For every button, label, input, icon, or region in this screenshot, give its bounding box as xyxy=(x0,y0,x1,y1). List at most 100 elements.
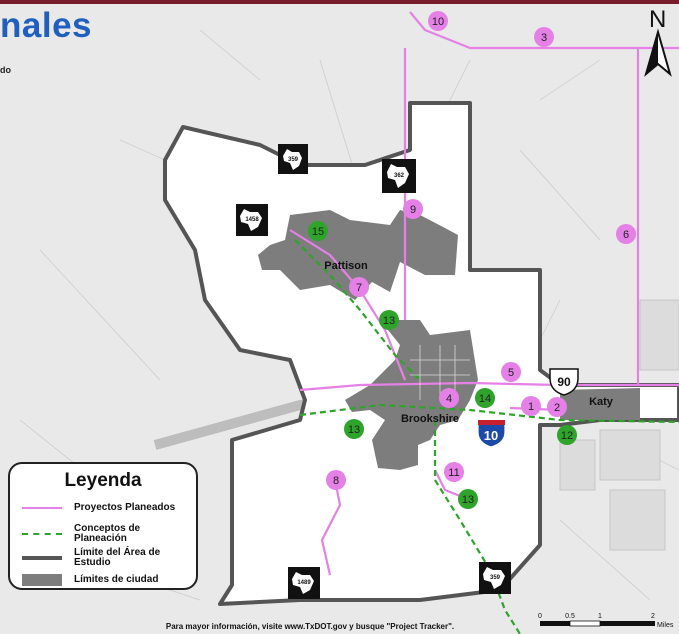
dashed-green-line-icon xyxy=(22,528,62,540)
marker-number: 1 xyxy=(528,401,534,413)
solid-pink-line-icon xyxy=(22,502,62,514)
map-title: nales xyxy=(0,6,92,45)
interstate-shield: 10 xyxy=(477,419,506,448)
shield-header: FARM xyxy=(499,565,508,569)
katy-urban-blocks xyxy=(559,299,679,551)
shield-number: 362 xyxy=(394,173,405,179)
shield-header: FARM xyxy=(298,147,307,151)
gray-fill-icon xyxy=(22,574,62,586)
planning-concepts-lines xyxy=(294,239,679,634)
footer-note: Para mayor información, visite www.TxDOT… xyxy=(165,622,455,631)
planned-line-5 xyxy=(299,381,679,392)
farm-road-shield: FARM 1489 ROAD xyxy=(288,567,320,599)
shield-header: FARM xyxy=(308,570,317,574)
us-highway-number: 90 xyxy=(557,375,571,389)
city-limits xyxy=(258,210,640,470)
legend-item-city-limits: Límites de ciudad xyxy=(22,574,192,586)
concept-line-13-north xyxy=(294,239,421,381)
scale-tick-label: 0.5 xyxy=(565,613,575,620)
marker-number: 4 xyxy=(446,393,452,405)
farm-road-shield: FARM 359 ROAD xyxy=(479,562,511,594)
shield-footer: ROAD xyxy=(239,230,249,234)
scale-tick-label: 1 xyxy=(598,613,602,620)
north-arrow-fill xyxy=(646,32,658,74)
legend-item-label: Límites de ciudad xyxy=(74,574,159,585)
north-label: N xyxy=(649,6,667,33)
marker-number: 13 xyxy=(462,494,474,506)
concept-marker[interactable]: 14 xyxy=(475,388,495,408)
marker-number: 8 xyxy=(333,475,339,487)
farm-road-shield: FARM 362 ROAD xyxy=(382,159,416,193)
marker-number: 3 xyxy=(541,32,547,44)
planned-marker[interactable]: 6 xyxy=(616,224,636,244)
planned-marker[interactable]: 7 xyxy=(349,277,369,297)
legend-item-planning-concepts: Conceptos de Planeación xyxy=(22,524,192,544)
marker-number: 15 xyxy=(312,226,324,238)
interstate-number: 10 xyxy=(484,428,498,443)
marker-number: 9 xyxy=(410,204,416,216)
brookshire-city-limits xyxy=(345,320,478,470)
shield-footer: ROAD xyxy=(385,187,395,191)
farm-road-shield: FARM 359 ROAD xyxy=(278,144,308,174)
concept-marker[interactable]: 13 xyxy=(458,489,478,509)
legend-item-planned-projects: Proyectos Planeados xyxy=(22,502,192,514)
farm-road-shield: FARM 1458 ROAD xyxy=(236,204,268,236)
concept-marker[interactable]: 13 xyxy=(379,310,399,330)
marker-number: 6 xyxy=(623,229,629,241)
legend-item-study-area-boundary: Límite del Área de Estudio xyxy=(22,548,192,568)
marker-number: 13 xyxy=(348,424,360,436)
scale-tick-label: 0 xyxy=(538,613,542,620)
shield-footer: ROAD xyxy=(482,588,492,592)
planned-marker[interactable]: 9 xyxy=(403,199,423,219)
concept-marker[interactable]: 12 xyxy=(557,425,577,445)
planned-marker[interactable]: 11 xyxy=(444,462,464,482)
scale-tick-label: 2 xyxy=(651,613,655,620)
legend-title: Leyenda xyxy=(64,470,142,491)
shield-header: FARM xyxy=(404,162,413,166)
planning-concept-markers: 15 13 14 13 12 13 xyxy=(308,221,577,509)
marker-number: 12 xyxy=(561,430,573,442)
thick-gray-line-icon xyxy=(22,552,62,564)
title-bar-stripe xyxy=(0,0,679,4)
shield-footer: ROAD xyxy=(281,169,291,173)
place-label-pattison: Pattison xyxy=(324,260,368,272)
planned-marker[interactable]: 4 xyxy=(439,388,459,408)
shield-number: 1458 xyxy=(245,217,259,223)
katy-city-limits xyxy=(560,388,640,420)
planned-project-markers: 10 3 9 6 7 5 4 1 2 11 8 xyxy=(326,11,636,490)
legend-item-label: Conceptos de Planeación xyxy=(74,523,141,544)
concept-marker[interactable]: 15 xyxy=(308,221,328,241)
shield-header: FARM xyxy=(256,207,265,211)
planned-marker[interactable]: 8 xyxy=(326,470,346,490)
planned-marker[interactable]: 3 xyxy=(534,27,554,47)
marker-number: 2 xyxy=(554,402,560,414)
planned-marker[interactable]: 5 xyxy=(501,362,521,382)
marker-number: 5 xyxy=(508,367,514,379)
place-label-katy: Katy xyxy=(589,396,614,408)
marker-number: 14 xyxy=(479,393,491,405)
shield-number: 1489 xyxy=(297,580,311,586)
place-label-brookshire: Brookshire xyxy=(401,413,459,425)
concept-line-13-south xyxy=(433,420,521,634)
planned-line-10-3 xyxy=(409,11,679,50)
concept-marker[interactable]: 13 xyxy=(344,419,364,439)
marker-number: 10 xyxy=(432,16,444,28)
planned-marker[interactable]: 2 xyxy=(547,397,567,417)
planned-line-8 xyxy=(320,479,342,576)
marker-number: 7 xyxy=(356,282,362,294)
marker-number: 11 xyxy=(448,467,459,479)
planned-marker[interactable]: 1 xyxy=(521,396,541,416)
marker-number: 13 xyxy=(383,315,395,327)
scale-unit-label: Miles xyxy=(657,622,674,629)
scale-bar: 0 0.5 1 2 Miles xyxy=(538,613,674,629)
planned-marker[interactable]: 10 xyxy=(428,11,448,31)
shield-number: 359 xyxy=(288,157,299,163)
legend-item-label: Límite del Área de Estudio xyxy=(74,547,161,568)
us-highway-shield: 90 xyxy=(549,368,579,396)
shield-number: 359 xyxy=(490,575,501,581)
concept-line-14-12 xyxy=(299,403,679,424)
shield-footer: ROAD xyxy=(291,593,301,597)
legend-item-label: Proyectos Planeados xyxy=(74,502,176,513)
